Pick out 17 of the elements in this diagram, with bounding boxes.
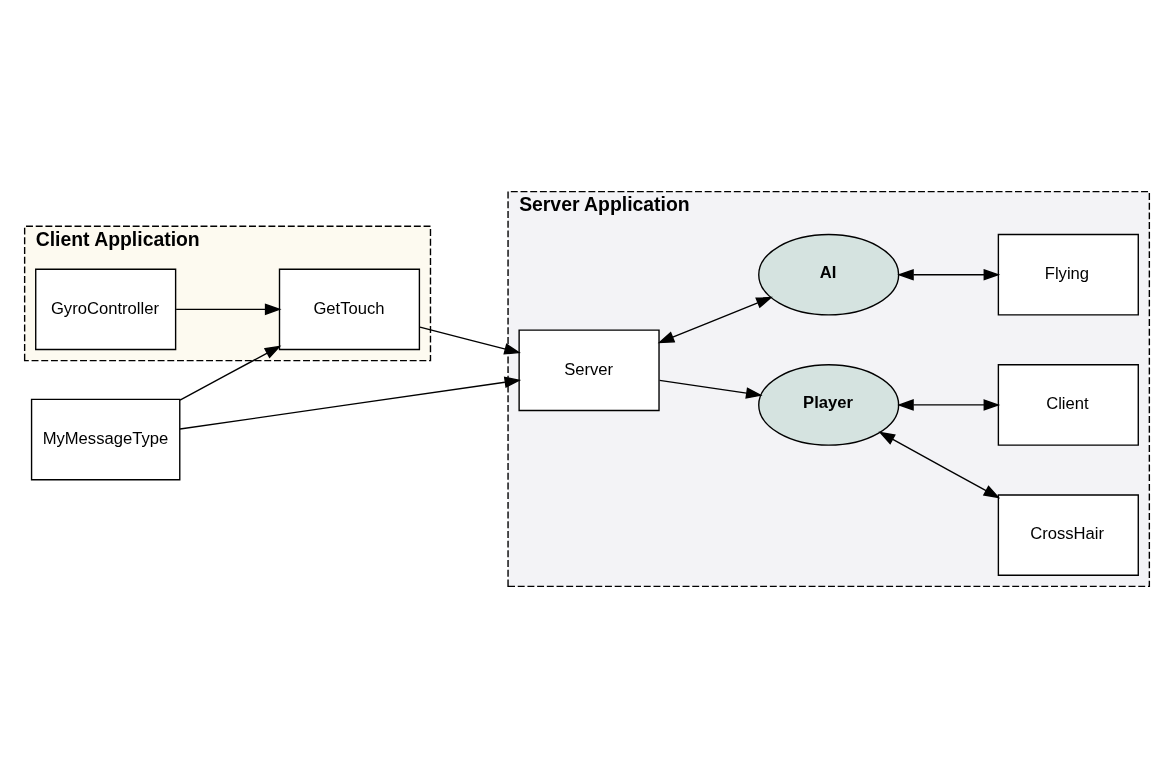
arrow	[897, 268, 1001, 281]
node-box: GetTouch	[278, 268, 421, 351]
node-box: Server	[518, 329, 660, 412]
node-box: Flying	[997, 233, 1139, 316]
node-box: GyroController	[35, 268, 177, 351]
arrow	[878, 431, 1001, 499]
node-box: CrossHair	[997, 494, 1139, 576]
arrow	[897, 399, 1001, 411]
arrow	[179, 345, 282, 401]
arrow	[657, 296, 773, 344]
arrow	[175, 303, 282, 316]
node-box: MyMessageType	[30, 398, 181, 481]
arrow	[419, 326, 521, 355]
arrow	[179, 376, 522, 430]
arrow	[658, 379, 763, 399]
node-box: Client	[997, 364, 1139, 446]
node-ellipse: AI	[758, 233, 900, 316]
